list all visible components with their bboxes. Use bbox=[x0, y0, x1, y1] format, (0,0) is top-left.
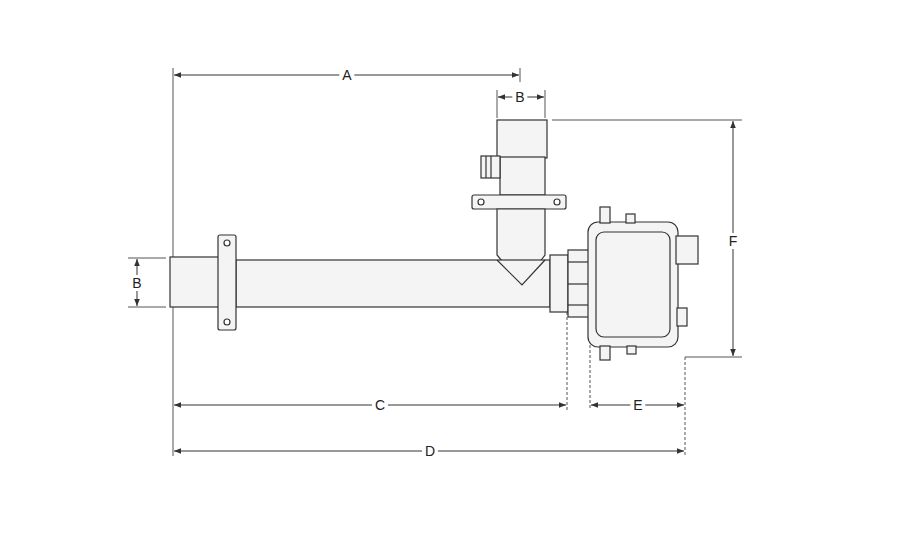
extension-lines-part bbox=[545, 90, 546, 118]
extension-lines bbox=[128, 68, 742, 456]
pump-body-part bbox=[170, 257, 220, 307]
pump-body-part bbox=[596, 232, 670, 337]
dimension-label: F bbox=[726, 233, 741, 249]
pump-body bbox=[170, 120, 698, 360]
pump-body-part bbox=[600, 207, 610, 223]
pump-body-part bbox=[600, 346, 610, 360]
pump-body-part bbox=[485, 156, 486, 178]
extension-lines-part bbox=[552, 120, 742, 121]
dimension-label: B bbox=[512, 89, 527, 105]
dimension-label: E bbox=[630, 397, 645, 413]
pump-body-part bbox=[224, 319, 230, 325]
pump-body-part bbox=[497, 260, 545, 285]
dimension-label: B bbox=[129, 275, 144, 291]
pump-body-part bbox=[236, 260, 550, 307]
pump-body-part bbox=[568, 304, 590, 305]
pump-body-part bbox=[677, 308, 687, 326]
extension-lines-part bbox=[567, 312, 568, 410]
extension-lines-part bbox=[590, 345, 591, 410]
dimension-label: C bbox=[372, 397, 388, 413]
pump-body-part bbox=[490, 156, 491, 178]
pump-body-part bbox=[478, 199, 484, 205]
pump-body-part bbox=[627, 346, 636, 354]
extension-lines-part bbox=[497, 90, 498, 118]
dimension-lines bbox=[137, 75, 733, 451]
dimension-label: D bbox=[422, 443, 438, 459]
pump-body-part bbox=[676, 236, 698, 264]
pump-body-part bbox=[224, 240, 230, 246]
pump-body-part bbox=[481, 156, 500, 178]
pump-body-part bbox=[218, 235, 236, 330]
pump-body-part bbox=[472, 195, 566, 209]
pump-body-part bbox=[497, 120, 547, 158]
pump-body-part bbox=[568, 283, 590, 284]
extension-lines-part bbox=[685, 357, 686, 456]
dimension-lines-part bbox=[174, 405, 566, 406]
extension-lines-part bbox=[128, 307, 166, 308]
extension-lines-part bbox=[128, 258, 166, 259]
extension-lines-part bbox=[685, 357, 742, 358]
pump-body-part bbox=[500, 157, 545, 195]
pump-body-part bbox=[554, 199, 560, 205]
pump-body-part bbox=[550, 255, 568, 312]
pump-body-part bbox=[568, 250, 590, 317]
pump-body-part bbox=[626, 214, 635, 223]
pump-body-part bbox=[568, 261, 590, 262]
dimension-label: A bbox=[339, 67, 354, 83]
extension-lines-part bbox=[520, 68, 521, 82]
pump-body-part bbox=[588, 222, 678, 347]
